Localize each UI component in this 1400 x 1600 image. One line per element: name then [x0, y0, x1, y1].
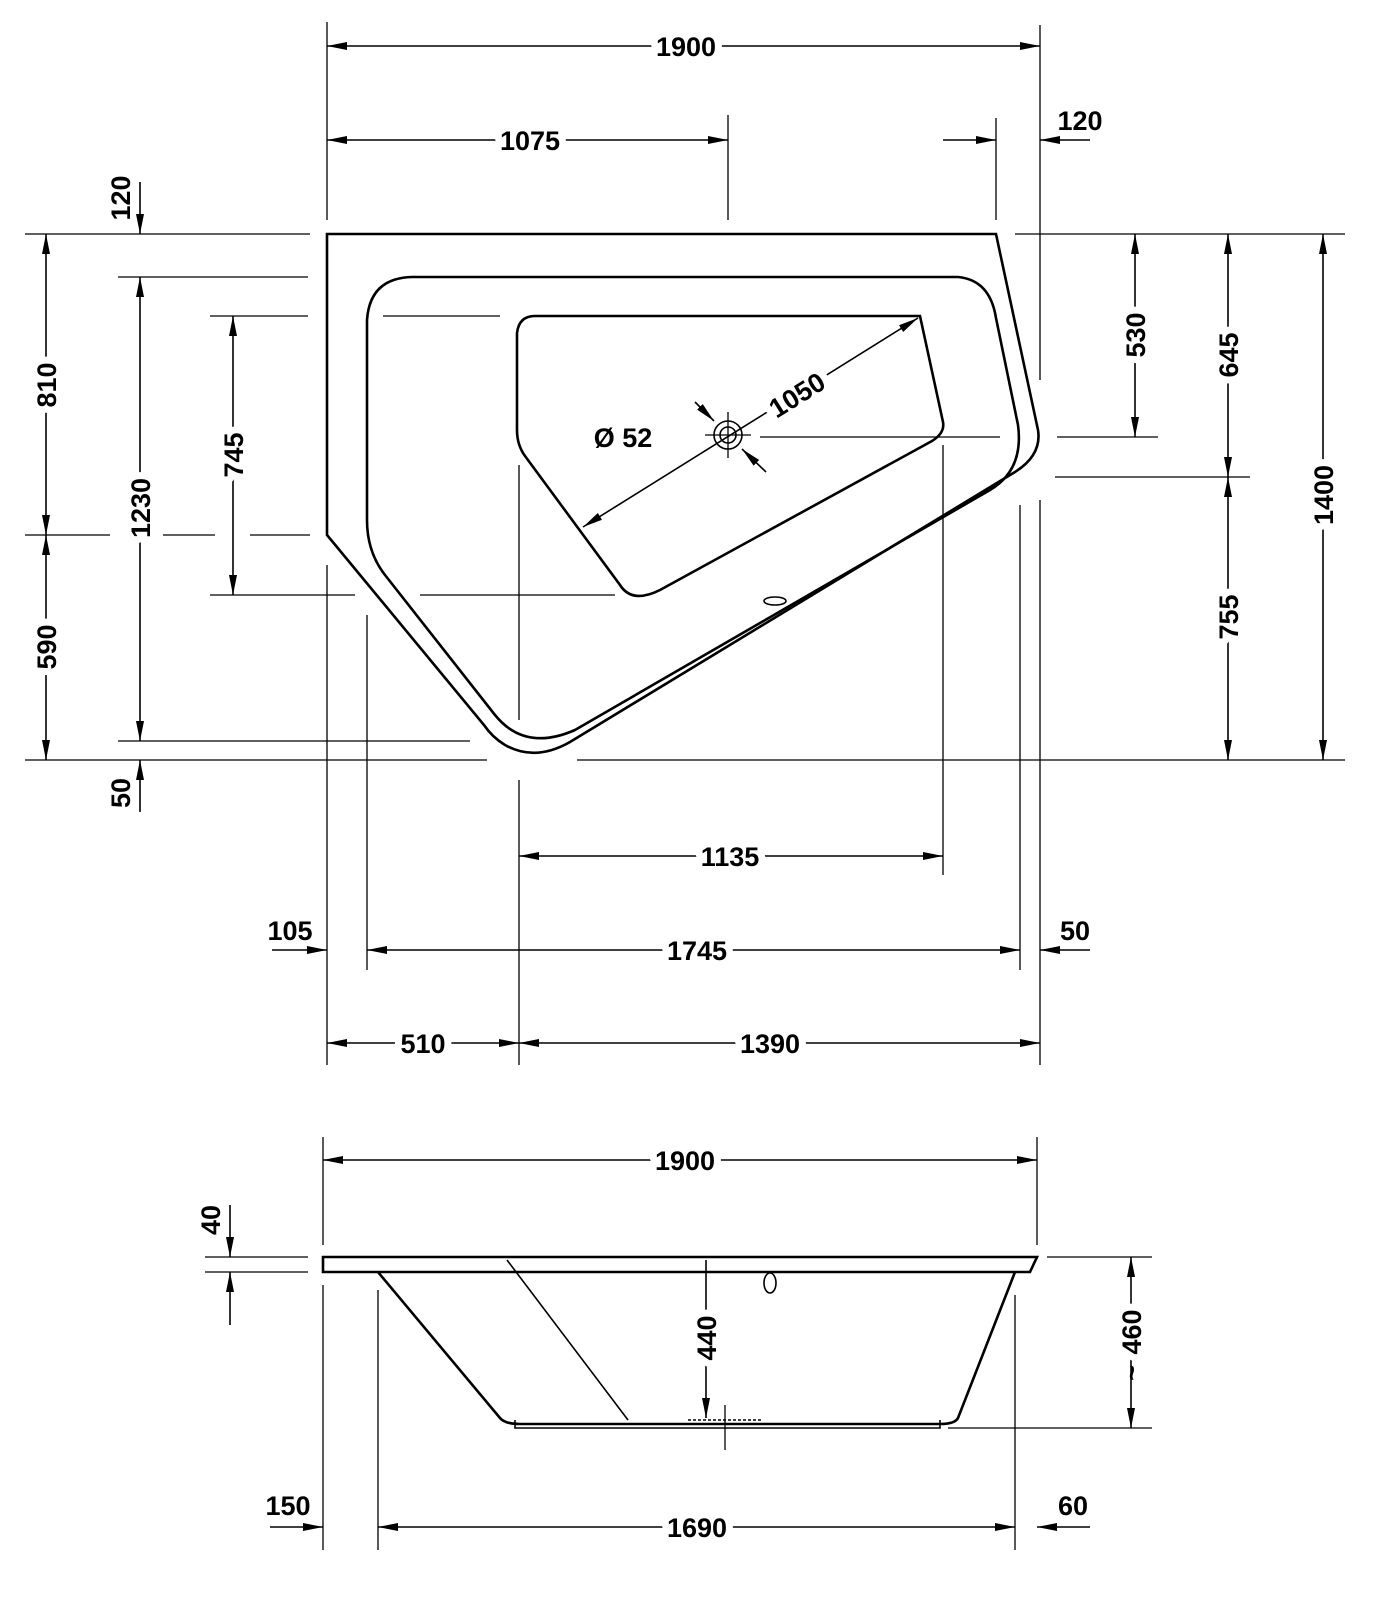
approx-symbol: ~	[1117, 1365, 1147, 1381]
side-view-tub	[321, 1255, 1040, 1450]
overflow-side-icon	[763, 1272, 777, 1294]
dim-1390: 1390	[740, 1029, 800, 1059]
dim-1230: 1230	[126, 478, 156, 538]
dim-590: 590	[32, 624, 62, 669]
dim-1075: 1075	[500, 126, 560, 156]
tub-body-side	[377, 1271, 1017, 1426]
tub-basin	[515, 314, 945, 598]
dim-1690: 1690	[667, 1513, 727, 1543]
top-view-tub	[325, 232, 1040, 755]
dimension-labels: 1900 1075 120 1135 1745 105 50 510 1390 …	[25, 25, 1346, 1550]
drain-diameter: Ø 52	[594, 423, 653, 453]
dim-460: 460	[1117, 1309, 1147, 1354]
dim-530: 530	[1121, 312, 1151, 357]
dim-150: 150	[265, 1491, 310, 1521]
extension-lines	[25, 22, 1345, 1550]
dim-overall-width: 1900	[656, 32, 716, 62]
tub-rim-side	[321, 1255, 1040, 1274]
dim-1400: 1400	[1309, 465, 1339, 525]
dim-60: 60	[1058, 1491, 1088, 1521]
dim-50-left: 50	[106, 778, 136, 808]
dim-105: 105	[267, 916, 312, 946]
dim-1745: 1745	[667, 936, 727, 966]
dim-440: 440	[692, 1315, 722, 1360]
tub-outer-outline	[325, 232, 1040, 755]
dimension-lines	[42, 42, 1327, 1531]
dim-120-left: 120	[106, 175, 136, 220]
tub-rim-inner	[365, 275, 1021, 740]
dim-645: 645	[1214, 332, 1244, 377]
dim-40: 40	[196, 1205, 226, 1235]
dim-755: 755	[1214, 594, 1244, 639]
side-overall-width: 1900	[655, 1146, 715, 1176]
dim-50-right: 50	[1060, 916, 1090, 946]
dim-510: 510	[400, 1029, 445, 1059]
dim-810: 810	[32, 362, 62, 407]
dim-745: 745	[219, 432, 249, 477]
dim-1135: 1135	[701, 842, 760, 872]
overflow-icon	[763, 596, 787, 606]
dim-120-top: 120	[1057, 106, 1102, 136]
dim-1050: 1050	[764, 367, 831, 424]
